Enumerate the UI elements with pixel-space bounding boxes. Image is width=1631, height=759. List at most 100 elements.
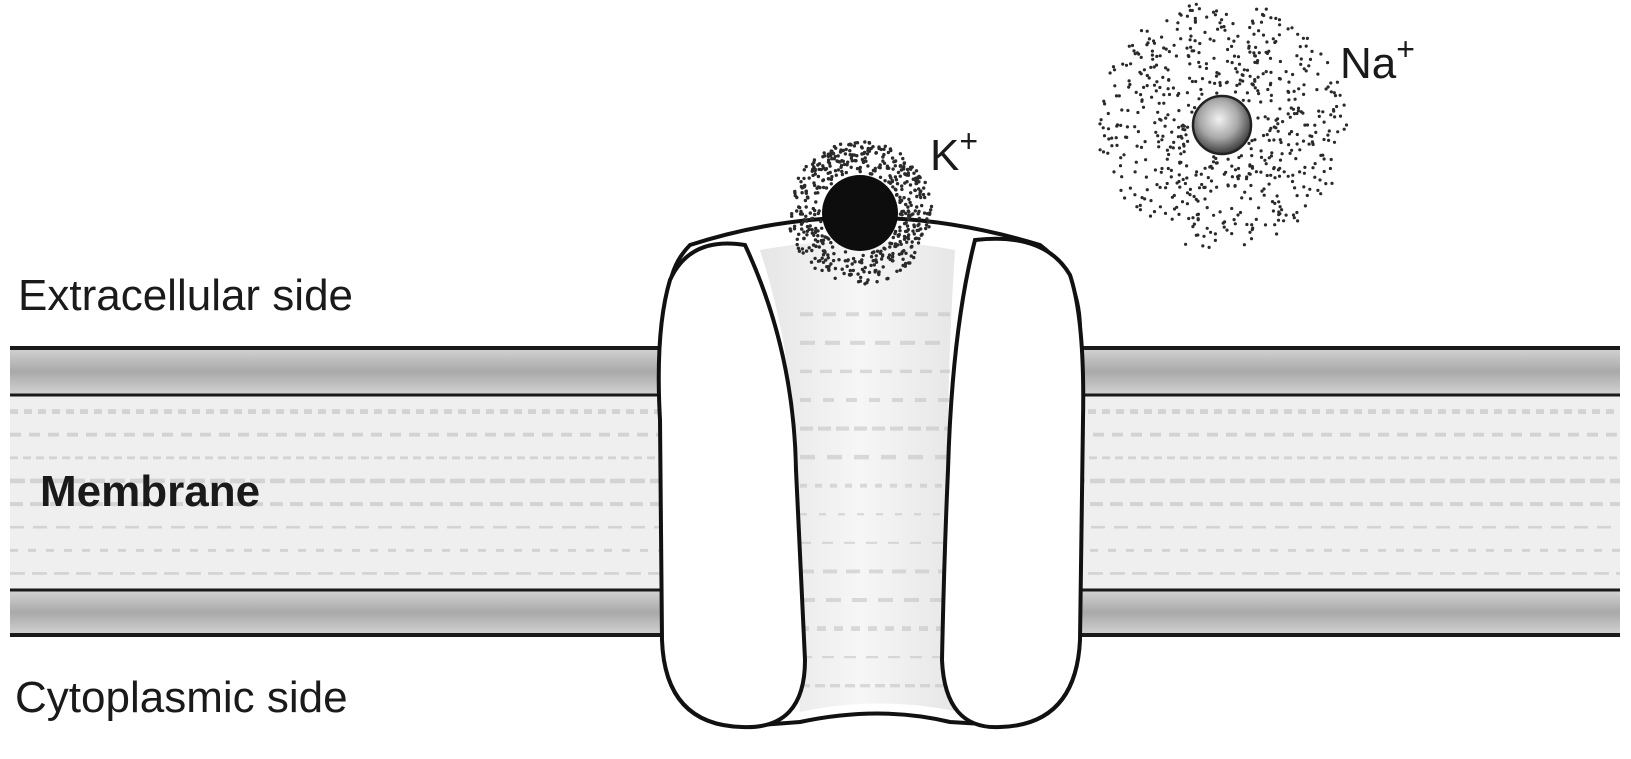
stipple-dot [1215,186,1218,189]
stipple-dot [1269,82,1272,85]
stipple-dot [830,157,833,160]
stipple-dot [814,245,817,248]
stipple-dot [904,212,907,215]
stipple-dot [1279,60,1282,63]
stipple-dot [1255,8,1258,11]
stipple-dot [1146,188,1149,191]
stipple-dot [1158,86,1161,89]
stipple-dot [892,236,895,239]
stipple-dot [839,143,842,146]
stipple-dot [1249,75,1252,78]
stipple-dot [1247,142,1250,145]
stipple-dot [911,229,914,232]
stipple-dot [1278,23,1281,26]
stipple-dot [1160,36,1163,39]
stipple-dot [1177,213,1180,216]
stipple-dot [1253,138,1256,141]
stipple-dot [915,169,918,172]
stipple-dot [1166,158,1169,161]
stipple-dot [1187,217,1190,220]
stipple-dot [1149,66,1152,69]
stipple-dot [1234,67,1237,70]
stipple-dot [1189,9,1192,12]
stipple-dot [1256,61,1259,64]
stipple-dot [1168,50,1171,53]
stipple-dot [1275,119,1278,122]
stipple-dot [1196,213,1199,216]
stipple-dot [1260,156,1263,159]
stipple-dot [1238,82,1241,85]
stipple-dot [1334,94,1337,97]
stipple-dot [1173,118,1176,121]
stipple-dot [1270,154,1273,157]
stipple-dot [798,250,801,253]
stipple-dot [827,158,830,161]
stipple-dot [1278,107,1281,110]
stipple-dot [1194,17,1197,20]
stipple-dot [1139,93,1142,96]
stipple-dot [1299,45,1302,48]
stipple-dot [899,152,902,155]
stipple-dot [805,233,808,236]
stipple-dot [1148,37,1151,40]
stipple-dot [1236,175,1239,178]
sodium-symbol: Na [1340,39,1397,88]
stipple-dot [1288,132,1291,135]
stipple-dot [881,253,884,256]
stipple-dot [877,270,880,273]
stipple-dot [1199,88,1202,91]
stipple-dot [924,227,927,230]
stipple-dot [822,178,825,181]
stipple-dot [1262,34,1265,37]
stipple-dot [815,187,818,190]
stipple-dot [1296,142,1299,145]
stipple-dot [1272,209,1275,212]
stipple-dot [902,196,905,199]
stipple-dot [1266,174,1269,177]
stipple-dot [811,174,814,177]
stipple-dot [1162,102,1165,105]
stipple-dot [839,148,842,151]
stipple-dot [863,282,866,285]
sodium-charge: + [1396,31,1415,67]
stipple-dot [1135,161,1138,164]
stipple-dot [1323,170,1326,173]
stipple-dot [1110,144,1113,147]
stipple-dot [1198,186,1201,189]
stipple-dot [1197,97,1200,100]
stipple-dot [882,265,885,268]
stipple-dot [1306,37,1309,40]
stipple-dot [824,258,827,261]
stipple-dot [1140,29,1143,32]
stipple-dot [1157,145,1160,148]
stipple-dot [911,212,914,215]
stipple-dot [1332,108,1335,111]
stipple-dot [1300,57,1303,60]
stipple-dot [817,260,820,263]
stipple-dot [1153,210,1156,213]
stipple-dot [901,157,904,160]
stipple-dot [1277,168,1280,171]
stipple-dot [1223,226,1226,229]
stipple-dot [797,177,800,180]
stipple-dot [907,228,910,231]
stipple-dot [1159,54,1162,57]
stipple-dot [1178,146,1181,149]
stipple-dot [909,168,912,171]
stipple-dot [894,175,897,178]
stipple-dot [1161,76,1164,79]
stipple-dot [1189,38,1192,41]
stipple-dot [1167,87,1170,90]
stipple-dot [824,235,827,238]
stipple-dot [1321,110,1324,113]
stipple-dot [1203,197,1206,200]
stipple-dot [820,227,823,230]
stipple-dot [1278,33,1281,36]
stipple-dot [814,191,817,194]
stipple-dot [898,199,901,202]
stipple-dot [1190,111,1193,114]
stipple-dot [1296,219,1299,222]
stipple-dot [1209,190,1212,193]
stipple-dot [924,181,927,184]
